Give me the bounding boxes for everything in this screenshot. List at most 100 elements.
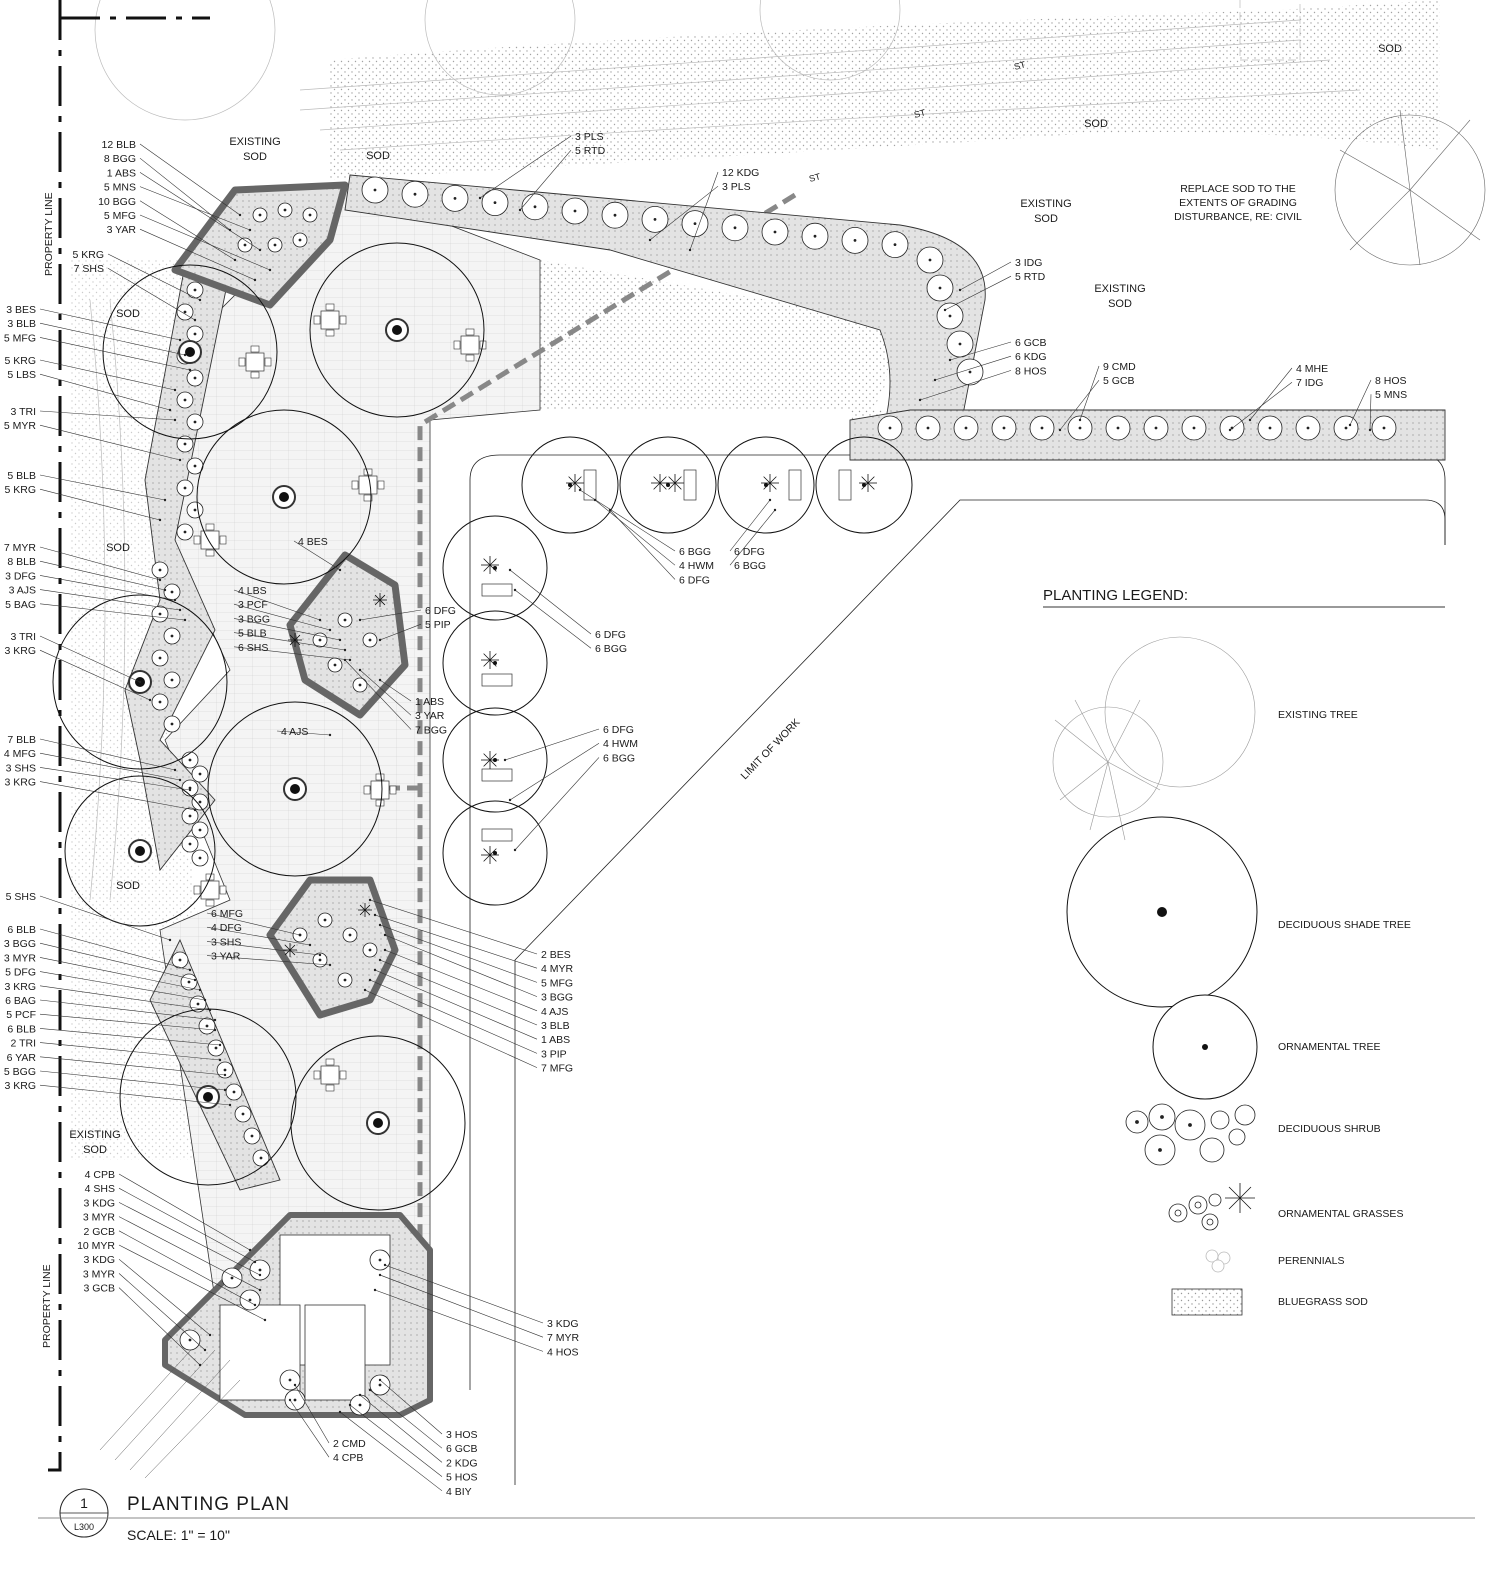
leader-end — [373, 968, 377, 972]
leader-end — [363, 988, 367, 992]
deciduous-shrub — [279, 1369, 301, 1391]
legend-label: BLUEGRASS SOD — [1278, 1296, 1368, 1308]
deciduous-shrub — [176, 303, 194, 321]
deciduous-shrub — [362, 632, 378, 648]
leader-line — [384, 949, 538, 1012]
deciduous-shrub — [401, 180, 429, 208]
leader-end — [318, 953, 322, 957]
deciduous-shrub — [936, 302, 964, 330]
replace-sod-note: DISTURBANCE, RE: CIVIL — [1174, 211, 1302, 223]
leader-end — [593, 498, 597, 502]
deciduous-shrub — [176, 523, 194, 541]
leader-line — [594, 499, 676, 566]
leader-line — [944, 275, 1012, 311]
leader-end — [478, 196, 482, 200]
table-and-chairs — [313, 1058, 347, 1092]
deciduous-shrub — [252, 1149, 270, 1167]
callout-c-bes4: 4 BES — [298, 536, 328, 548]
leader-end — [253, 278, 257, 282]
left-planting-beds — [124, 264, 281, 1191]
plant-callout-label: 3 HOS — [446, 1429, 478, 1441]
deciduous-shrub — [302, 207, 318, 223]
plant-callout-label: 4 BES — [298, 536, 328, 548]
leader-line — [39, 781, 196, 811]
leader-end — [188, 368, 192, 372]
plant-callout-label: 12 KDG — [722, 167, 759, 179]
leader-line — [206, 926, 311, 946]
leader-end — [688, 248, 692, 252]
leader-end — [188, 968, 192, 972]
plant-callout-label: 5 KRG — [4, 355, 36, 367]
legend-label: EXISTING TREE — [1278, 709, 1358, 721]
deciduous-shrub — [441, 184, 469, 212]
plant-callout-label: 2 KDG — [446, 1457, 478, 1469]
deciduous-shade-tree — [207, 701, 383, 877]
plant-callout-label: 6 BGG — [595, 643, 627, 655]
deciduous-shrub — [292, 232, 308, 248]
leader-end — [168, 938, 172, 942]
plant-callout-label: 3 BGG — [238, 613, 270, 625]
deciduous-shrub — [181, 779, 199, 797]
plant-callout-label: 3 YAR — [415, 710, 445, 722]
legend-label: PERENNIALS — [1278, 1255, 1345, 1267]
table-and-chairs — [238, 345, 272, 379]
deciduous-shrub-icon — [1125, 1103, 1256, 1166]
deciduous-shrub — [163, 671, 181, 689]
leader-end — [948, 358, 952, 362]
plant-callout-label: 6 BAG — [5, 995, 36, 1007]
deciduous-shrub — [186, 501, 204, 519]
leader-end — [1078, 418, 1082, 422]
leader-line — [139, 228, 256, 281]
leader-end — [188, 788, 192, 792]
leader-end — [383, 948, 387, 952]
area-label-existing-sod: SOD — [83, 1144, 107, 1156]
leader-end — [193, 978, 197, 982]
leader-line — [118, 1273, 206, 1351]
deciduous-shrub — [186, 413, 204, 431]
leader-lines — [39, 135, 1372, 1492]
leader-end — [1058, 428, 1062, 432]
ornamental-grass — [288, 633, 302, 647]
table-and-chairs — [351, 468, 385, 502]
replace-sod-note: REPLACE SOD TO THE — [1180, 183, 1296, 195]
leader-line — [233, 618, 341, 641]
deciduous-shrub — [151, 693, 169, 711]
ornamental-grass — [566, 474, 584, 492]
ornamental-grass — [373, 593, 387, 607]
leader-end — [213, 1028, 217, 1032]
leader-line — [384, 934, 538, 997]
leader-end — [173, 598, 177, 602]
plant-callout-label: 3 KRG — [4, 645, 36, 657]
plant-callout-label: 5 MFG — [541, 977, 573, 989]
deciduous-shrub — [369, 1374, 391, 1396]
deciduous-shrub — [881, 231, 909, 259]
leader-end — [503, 758, 507, 762]
deciduous-shrub — [991, 415, 1017, 441]
deciduous-shrub — [176, 435, 194, 453]
deciduous-shrub — [181, 835, 199, 853]
leader-line — [139, 157, 231, 231]
leader-line — [1349, 379, 1372, 426]
leader-line — [379, 1379, 443, 1435]
leader-line — [369, 1389, 443, 1449]
leader-end — [513, 848, 517, 852]
plant-callout-label: 3 KDG — [547, 1318, 579, 1330]
plant-callout-label: 5 BAG — [5, 599, 36, 611]
site-furniture — [193, 303, 877, 1092]
leader-line — [139, 214, 271, 271]
leader-line — [689, 171, 719, 251]
property-line-label: PROPERTY LINE — [43, 192, 55, 276]
ornamental-tree — [815, 436, 913, 534]
plant-callout-label: 6 DFG — [603, 724, 634, 736]
leader-line — [374, 914, 538, 969]
leader-line — [118, 1202, 261, 1276]
leader-end — [358, 1393, 362, 1397]
leader-line — [609, 509, 676, 580]
bench — [481, 828, 513, 842]
deciduous-shrub — [176, 391, 194, 409]
leader-line — [139, 186, 251, 231]
